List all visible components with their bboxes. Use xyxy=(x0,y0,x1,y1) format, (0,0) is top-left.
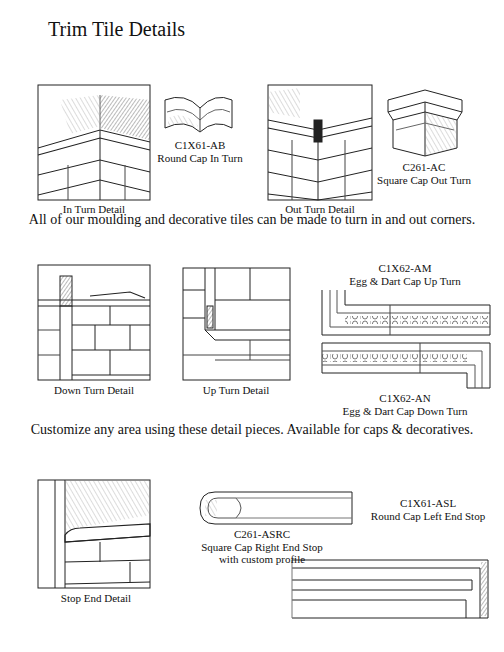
egg-dart-up-turn xyxy=(322,290,490,335)
up-turn-sketch xyxy=(183,268,290,380)
egg-dart-down-turn xyxy=(322,343,490,388)
part-caption: C261-ASRC xyxy=(197,528,327,540)
part-caption: C1X61-ASL xyxy=(363,497,493,509)
round-cap-left-end-stop xyxy=(200,492,352,524)
part-caption: C261-AC xyxy=(379,161,469,173)
part-caption: Stop End Detail xyxy=(41,592,151,604)
note-text: Customize any area using these detail pi… xyxy=(2,422,502,438)
page-title: Trim Tile Details xyxy=(48,18,185,40)
part-caption: Egg & Dart Cap Down Turn xyxy=(320,405,490,417)
down-turn-sketch xyxy=(38,265,150,380)
note-text: All of our moulding and decorative tiles… xyxy=(2,212,502,228)
square-cap-out-turn xyxy=(388,90,462,156)
part-caption: C1X62-AM xyxy=(330,262,480,274)
square-cap-right-end-stop xyxy=(292,560,488,618)
stop-end-sketch xyxy=(38,480,150,588)
part-caption: C1X62-AN xyxy=(330,392,480,404)
out-turn-sketch xyxy=(268,85,372,200)
part-caption: C1X61-AB xyxy=(155,139,245,151)
part-caption: Round Cap In Turn xyxy=(145,152,255,164)
part-caption: Up Turn Detail xyxy=(184,384,288,396)
round-cap-in-turn xyxy=(165,97,232,132)
part-caption: Square Cap Out Turn xyxy=(364,174,484,186)
part-caption: Square Cap Right End Stop with custom pr… xyxy=(192,541,332,566)
in-turn-sketch xyxy=(38,85,150,200)
part-caption: Egg & Dart Cap Up Turn xyxy=(320,275,490,287)
part-caption: Round Cap Left End Stop xyxy=(358,510,498,522)
part-caption: Down Turn Detail xyxy=(39,384,149,396)
